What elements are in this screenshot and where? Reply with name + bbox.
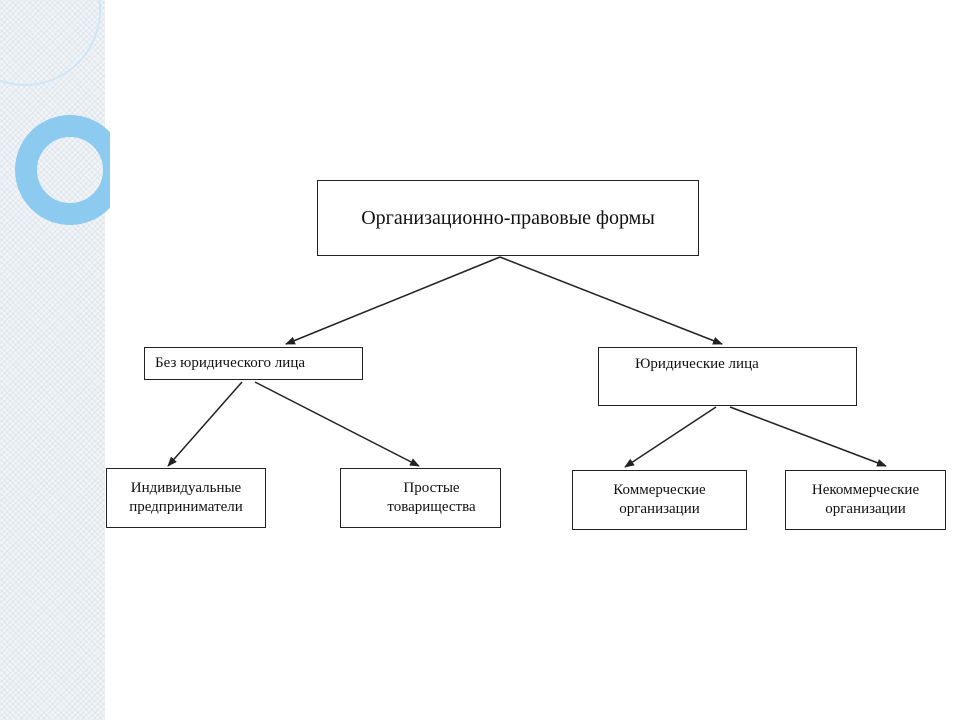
node-noncommercial-organizations-label: Некоммерческие организации — [811, 482, 920, 517]
node-commercial-organizations-label: Коммерческие организации — [613, 482, 706, 517]
node-individual-entrepreneurs: Индивидуальные предприниматели — [106, 468, 266, 528]
node-root: Организационно-правовые формы — [317, 180, 699, 256]
arrow-nolegal-to-simple — [254, 381, 420, 467]
decorative-circles — [0, 0, 110, 225]
node-without-legal-entity: Без юридического лица — [144, 347, 363, 380]
node-legal-entities: Юридические лица — [598, 347, 857, 406]
decorative-ring-arc — [0, 0, 101, 86]
decorative-ring — [15, 115, 110, 225]
node-without-legal-entity-label: Без юридического лица — [155, 355, 306, 372]
node-commercial-organizations: Коммерческие организации — [572, 470, 747, 530]
arrow-nolegal-to-ip — [167, 381, 243, 467]
arrow-legal-to-noncommercial — [729, 406, 887, 467]
arrow-root-to-nolegal — [285, 256, 501, 345]
node-simple-partnerships: Простые товарищества — [340, 468, 501, 528]
node-root-label: Организационно-правовые формы — [361, 206, 655, 229]
arrow-legal-to-commercial — [624, 406, 717, 468]
node-noncommercial-organizations: Некоммерческие организации — [785, 470, 946, 530]
arrow-root-to-legal — [499, 256, 723, 345]
node-simple-partnerships-label: Простые товарищества — [387, 480, 476, 515]
node-legal-entities-label: Юридические лица — [635, 356, 759, 372]
node-individual-entrepreneurs-label: Индивидуальные предприниматели — [129, 480, 243, 515]
